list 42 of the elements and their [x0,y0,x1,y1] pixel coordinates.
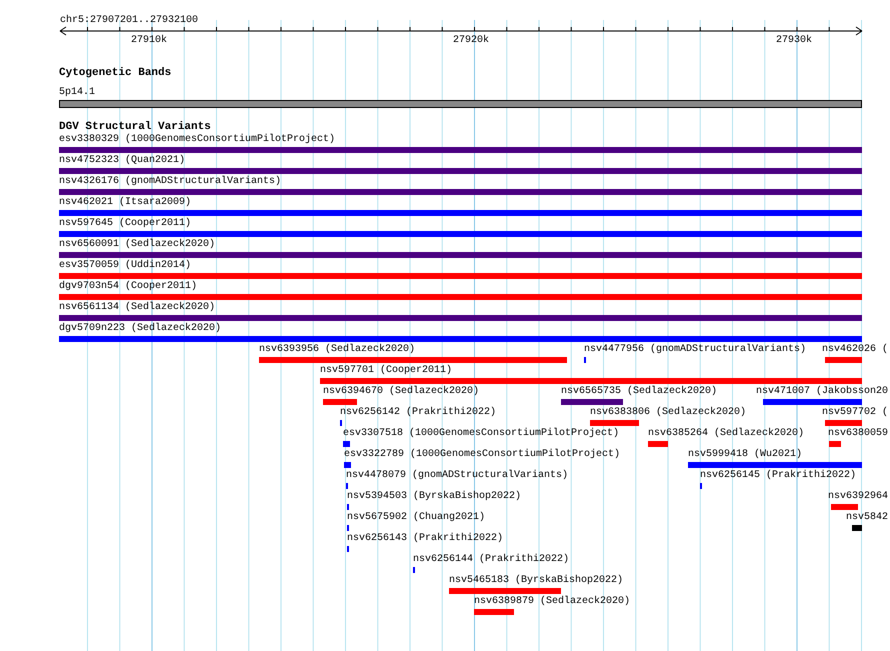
variant-label: nsv597645 (Cooper2011) [59,218,192,229]
variant-label: nsv597702 ( [822,407,888,418]
variant-label: nsv5842 [846,512,888,523]
variant-label: nsv4326176 (gnomADStructuralVariants) [59,176,282,187]
ruler-range-label: chr5:27907201..27932100 [60,15,198,26]
variant-label: nsv6256142 (Prakrithi2022) [340,407,496,418]
variant-label: esv3307518 (1000GenomesConsortiumPilotProject) [343,428,620,439]
variant-label: nsv6389879 (Sedlazeck2020) [474,596,630,607]
variant-label: nsv462026 ( [822,344,888,355]
variant-label: esv3380329 (1000GenomesConsortiumPilotProject) [59,134,336,145]
tick-label: 27910k [131,35,168,46]
variant-label: nsv471007 (Jakobsson20 [756,386,888,397]
variant-label: nsv5999418 (Wu2021) [688,449,804,460]
variant-label: nsv6560091 (Sedlazeck2020) [59,239,216,250]
variant-label: nsv6565735 (Sedlazeck2020) [561,386,718,397]
variant-label: nsv597701 (Cooper2011) [320,365,454,376]
variant-label: nsv5465183 (ByrskaBishop2022) [449,575,624,586]
variant-label: dgv9703n54 (Cooper2011) [59,281,198,292]
variant-label: nsv6385264 (Sedlazeck2020) [648,428,804,439]
tick-label: 27920k [453,35,490,46]
variant-label: esv3570059 (Uddin2014) [59,260,192,271]
variant-label: dgv5709n223 (Sedlazeck2020) [59,323,222,334]
variant-label: nsv6383806 (Sedlazeck2020) [590,407,746,418]
variant-label: nsv4478079 (gnomADStructuralVariants) [346,470,568,481]
track-title: DGV Structural Variants [59,122,211,133]
variant-label: nsv6256144 (Prakrithi2022) [413,554,570,565]
band-label: 5p14.1 [59,87,96,98]
variant-label: nsv6394670 (Sedlazeck2020) [323,386,480,397]
variant-label: nsv6392964 [828,491,888,502]
variant-label: nsv4477956 (gnomADStructuralVariants) [584,344,806,355]
variant-label: nsv6256145 (Prakrithi2022) [700,470,856,481]
tick-label: 27930k [776,35,812,46]
variant-label: nsv6256143 (Prakrithi2022) [347,533,504,544]
variant-label: nsv5394503 (ByrskaBishop2022) [347,491,522,502]
variant-label: nsv5675902 (Chuang2021) [347,512,486,523]
track-title: Cytogenetic Bands [59,68,172,79]
variant-label: nsv4752323 (Quan2021) [59,155,186,166]
variant-label: nsv6393956 (Sedlazeck2020) [259,344,416,355]
variant-label: nsv6380059 [828,428,888,439]
variant-label: nsv6561134 (Sedlazeck2020) [59,302,216,313]
variant-label: esv3322789 (1000GenomesConsortiumPilotProject) [344,449,620,460]
variant-label: nsv462021 (Itsara2009) [59,197,192,208]
